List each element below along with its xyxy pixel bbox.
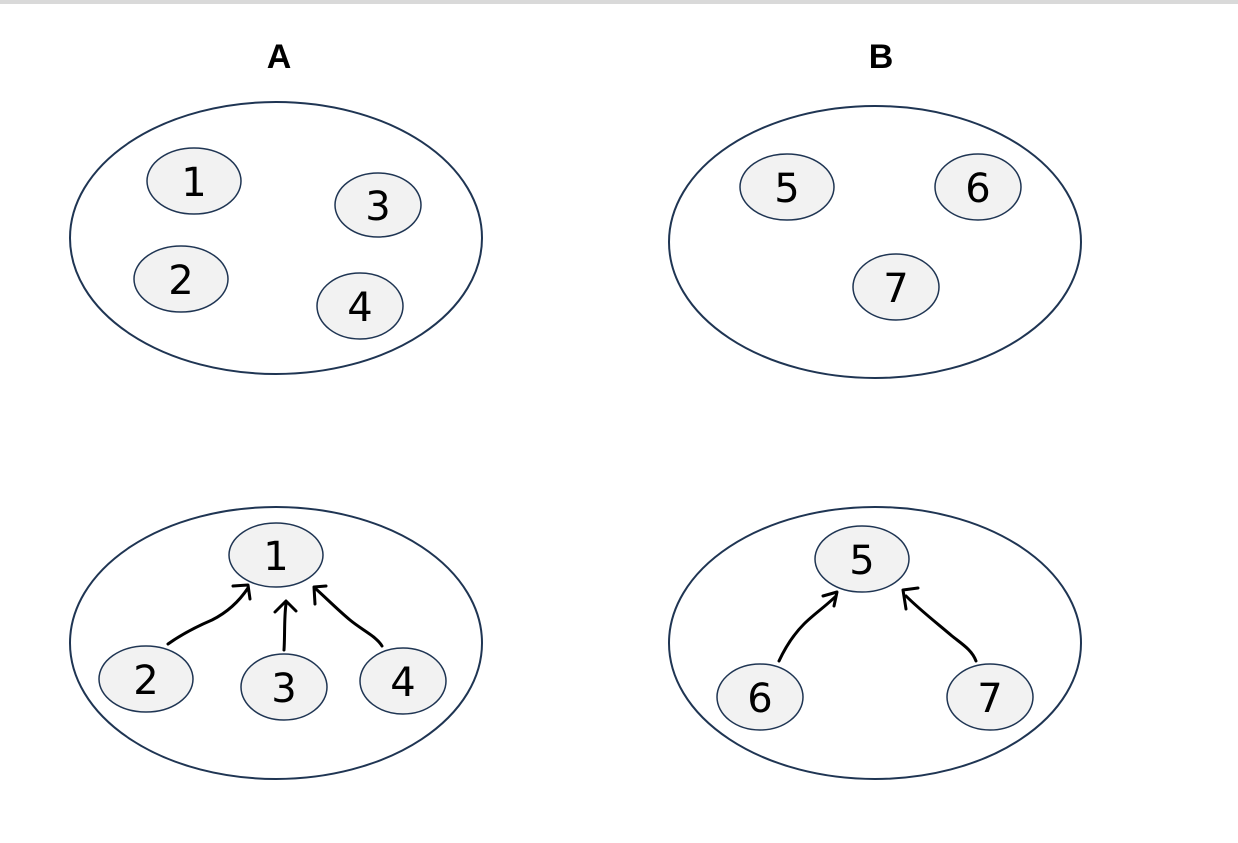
- set-a-tree-boundary: [69, 506, 483, 780]
- node-label: 2: [133, 658, 158, 704]
- window-top-border: [0, 0, 1238, 4]
- node-label: 1: [181, 160, 206, 206]
- arrow-7-to-5: [904, 594, 978, 663]
- node-label: 7: [977, 676, 1002, 722]
- arrowhead-6-to-5: [821, 590, 839, 608]
- arrowhead-4-to-1: [312, 584, 328, 606]
- node-label: 5: [849, 538, 874, 584]
- node-label: 4: [347, 285, 372, 331]
- node-2: 2: [133, 245, 229, 313]
- arrowhead-3-to-1: [273, 599, 298, 614]
- set-b-tree: 5 6 7: [668, 506, 1082, 780]
- node-5-root: 5: [814, 525, 910, 593]
- node-2: 2: [98, 645, 194, 713]
- node-5: 5: [739, 153, 835, 221]
- set-b-boundary: [668, 105, 1082, 379]
- title-a: A: [267, 38, 292, 76]
- title-b: B: [869, 38, 894, 76]
- node-label: 2: [168, 258, 193, 304]
- node-3: 3: [334, 172, 422, 238]
- arrow-3-to-1: [282, 602, 288, 652]
- node-label: 3: [271, 666, 296, 712]
- node-6: 6: [716, 663, 804, 731]
- arrowhead-2-to-1: [231, 583, 252, 601]
- node-7: 7: [946, 663, 1034, 731]
- node-4: 4: [359, 647, 447, 715]
- arrowhead-7-to-5: [901, 586, 920, 611]
- arrow-6-to-5: [777, 594, 838, 663]
- node-label: 4: [390, 660, 415, 706]
- set-a-unlinked: 1 2 3 4: [69, 101, 483, 375]
- node-label: 1: [263, 534, 288, 580]
- set-a-boundary: [69, 101, 483, 375]
- node-1-root: 1: [228, 522, 324, 588]
- arrow-2-to-1: [166, 586, 250, 646]
- node-4: 4: [316, 272, 404, 340]
- node-label: 5: [774, 166, 799, 212]
- set-a-tree: 1 2 3 4: [69, 506, 483, 780]
- node-3: 3: [240, 653, 328, 721]
- node-1: 1: [146, 147, 242, 215]
- arrow-4-to-1: [314, 587, 384, 648]
- node-label: 7: [883, 266, 908, 312]
- node-7: 7: [852, 253, 940, 321]
- node-label: 6: [965, 166, 990, 212]
- node-6: 6: [934, 153, 1022, 221]
- node-label: 3: [365, 184, 390, 230]
- set-b-unlinked: 5 6 7: [668, 105, 1082, 379]
- node-label: 6: [747, 676, 772, 722]
